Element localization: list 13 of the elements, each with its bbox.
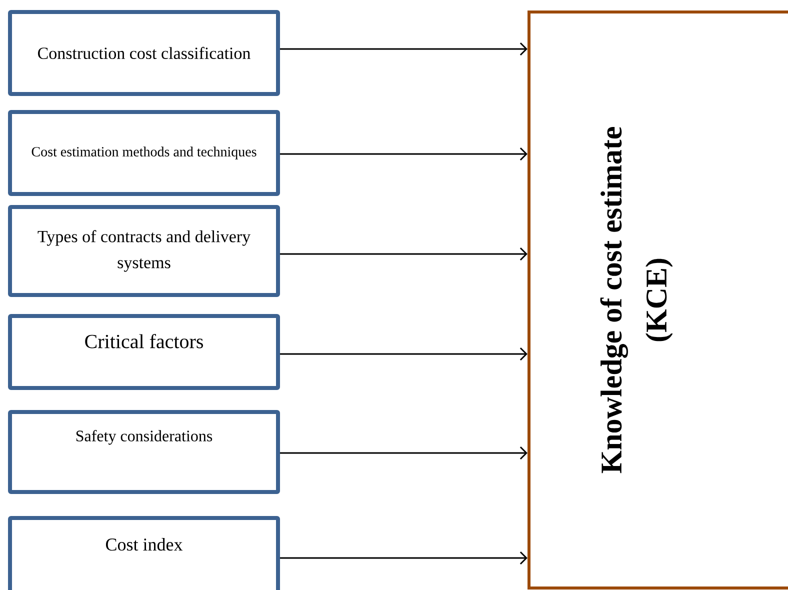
arrow bbox=[280, 42, 528, 56]
target-box: Knowledge of cost estimate (KCE) bbox=[528, 10, 788, 590]
arrow bbox=[280, 147, 528, 161]
input-box: Cost index bbox=[8, 516, 280, 590]
arrow bbox=[280, 446, 528, 460]
input-box: Cost estimation methods and techniques bbox=[8, 110, 280, 196]
input-box: Safety considerations bbox=[8, 410, 280, 494]
arrow bbox=[280, 551, 528, 565]
arrow bbox=[280, 247, 528, 261]
input-box: Critical factors bbox=[8, 314, 280, 390]
arrow bbox=[280, 347, 528, 361]
input-box: Types of contracts and delivery systems bbox=[8, 204, 280, 297]
input-box: Construction cost classification bbox=[8, 10, 280, 96]
